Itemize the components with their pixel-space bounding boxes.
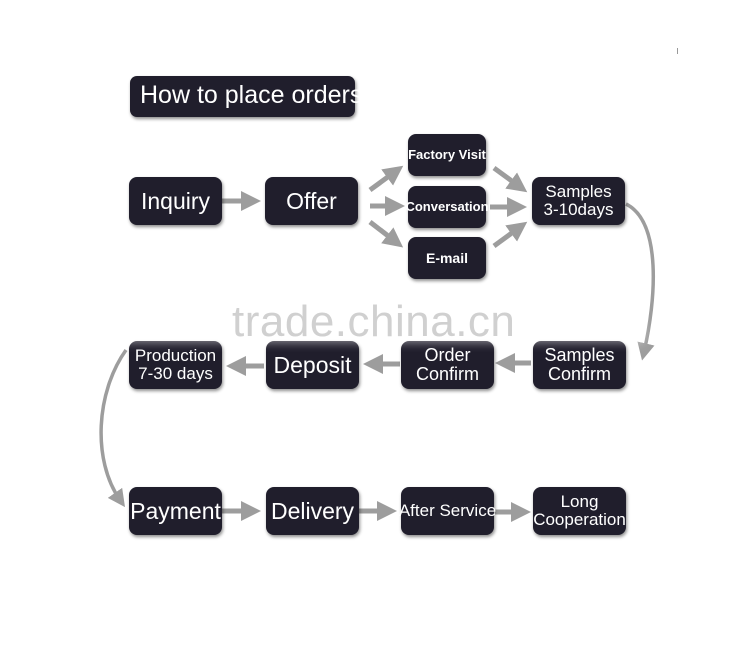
curve-production-to-payment [99, 348, 128, 508]
step-deposit: Deposit [266, 341, 359, 389]
step-delivery-label: Delivery [270, 497, 355, 524]
arrow-offer-email [368, 220, 404, 248]
watermark-band [118, 320, 643, 342]
step-after-service: After Service [398, 487, 497, 535]
page-title-text: How to place orders [140, 81, 363, 109]
step-factory-visit-label: Factory Visit [408, 147, 486, 163]
arrow-offer-factory [368, 165, 404, 193]
step-deposit-label: Deposit [273, 351, 352, 378]
step-inquiry: Inquiry [129, 177, 222, 225]
curve-samples-to-confirm [625, 202, 656, 361]
step-payment: Payment [129, 487, 222, 535]
step-samples-confirm-line2: Confirm [547, 364, 611, 384]
step-samples-line1: Samples [545, 182, 612, 202]
step-payment-label: Payment [130, 497, 221, 524]
step-email: E-mail [408, 237, 486, 279]
step-order-confirm-line1: Order [424, 345, 471, 366]
step-order-confirm: Order Confirm [401, 341, 494, 389]
step-offer: Offer [265, 177, 358, 225]
step-order-confirm-line2: Confirm [415, 364, 479, 384]
step-offer-label: Offer [286, 187, 337, 214]
step-factory-visit: Factory Visit [408, 134, 486, 176]
step-long-cooperation-line1: Long [560, 492, 599, 512]
step-conversation: Conversation [405, 186, 489, 228]
step-samples-confirm-line1: Samples [544, 345, 615, 366]
step-conversation-label: Conversation [405, 199, 489, 215]
arrow-email-samples [492, 221, 528, 249]
step-inquiry-label: Inquiry [140, 187, 211, 214]
step-samples: Samples 3-10days [532, 177, 625, 225]
watermark: trade.china.cn [232, 297, 516, 346]
step-production-line1: Production [134, 346, 217, 366]
step-samples-line2: 3-10days [543, 200, 614, 219]
arrow-factory-samples [492, 165, 528, 193]
page-title: How to place orders [130, 76, 362, 117]
corner-mark [677, 48, 678, 54]
step-after-service-label: After Service [398, 501, 497, 521]
step-production-line2: 7-30 days [138, 364, 213, 383]
step-production: Production 7-30 days [129, 341, 222, 389]
step-long-cooperation: Long Cooperation [533, 487, 626, 535]
step-email-label: E-mail [425, 249, 468, 266]
step-long-cooperation-line2: Cooperation [533, 510, 626, 529]
step-samples-confirm: Samples Confirm [533, 341, 626, 389]
step-delivery: Delivery [266, 487, 359, 535]
